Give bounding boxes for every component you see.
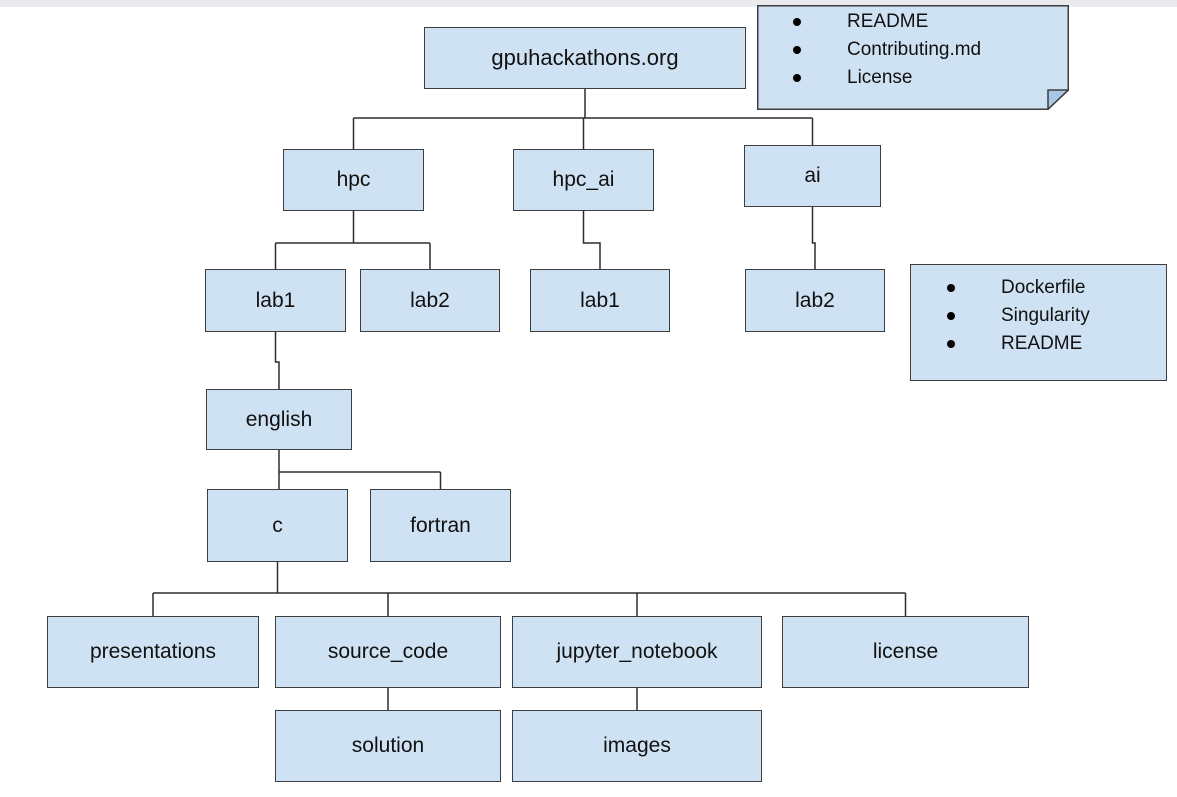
node-english: english [206,389,352,450]
note-lab-files: Dockerfile Singularity README [910,264,1167,381]
file-label: Contributing.md [847,39,982,60]
node-hpc-lab1: lab1 [205,269,346,332]
list-item: README [793,8,1069,36]
page-top-edge [0,0,1177,7]
file-label: Dockerfile [1001,277,1086,298]
bullet-icon [947,340,955,348]
node-ai-lab2: lab2 [745,269,885,332]
folded-note-shape [757,5,1069,110]
node-images: images [512,710,762,782]
bullet-icon [947,284,955,292]
node-hpc-ai-lab1: lab1 [530,269,670,332]
node-hpc: hpc [283,149,424,211]
node-c: c [207,489,348,562]
file-label: License [847,67,913,88]
node-hpc-ai: hpc_ai [513,149,654,211]
node-root: gpuhackathons.org [424,27,746,89]
list-item: Singularity [947,302,1166,330]
node-fortran: fortran [370,489,511,562]
bullet-icon [947,312,955,320]
list-item: License [793,64,1069,92]
bullet-icon [793,18,801,26]
node-jupyter-notebook: jupyter_notebook [512,616,762,688]
note-root-files: README Contributing.md License [757,5,1069,110]
list-item: Contributing.md [793,36,1069,64]
root-files-list: README Contributing.md License [757,5,1069,92]
file-label: README [847,11,929,32]
list-item: Dockerfile [947,274,1166,302]
node-source-code: source_code [275,616,501,688]
bullet-icon [793,46,801,54]
node-solution: solution [275,710,501,782]
lab-files-list: Dockerfile Singularity README [911,265,1166,358]
node-presentations: presentations [47,616,259,688]
node-hpc-lab2: lab2 [360,269,500,332]
bullet-icon [793,74,801,82]
node-license: license [782,616,1029,688]
node-ai: ai [744,145,881,207]
file-label: Singularity [1001,305,1090,326]
list-item: README [947,330,1166,358]
file-label: README [1001,333,1083,354]
